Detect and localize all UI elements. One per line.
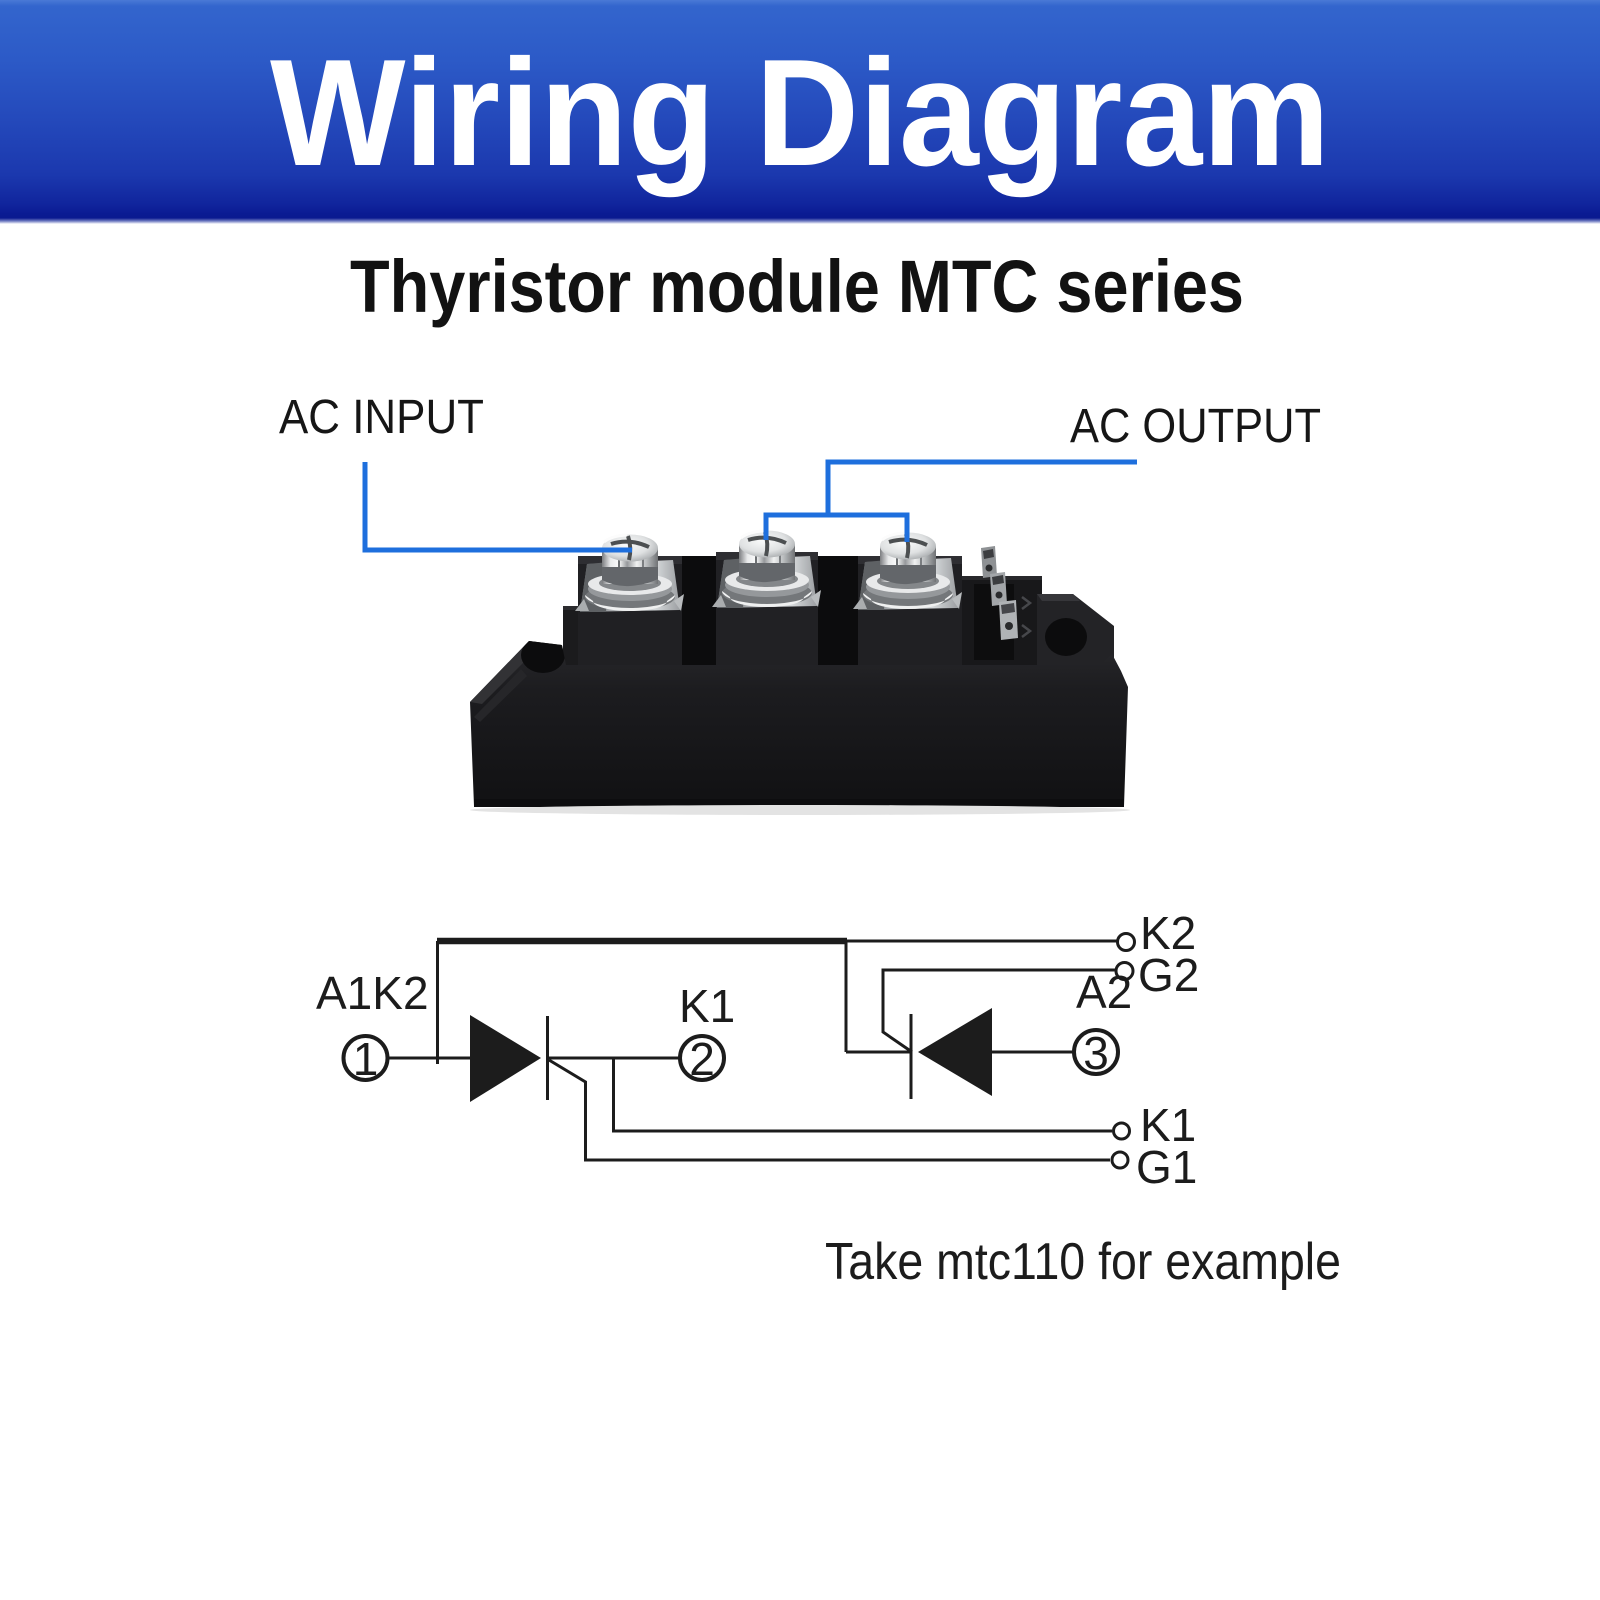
svg-text:K1: K1 xyxy=(679,980,735,1032)
svg-text:Wiring Diagram: Wiring Diagram xyxy=(270,28,1330,198)
svg-text:Take mtc110 for example: Take mtc110 for example xyxy=(825,1233,1341,1291)
svg-text:K2: K2 xyxy=(1140,907,1196,959)
svg-text:AC INPUT: AC INPUT xyxy=(279,391,484,444)
svg-text:AC OUTPUT: AC OUTPUT xyxy=(1070,400,1321,453)
svg-text:A2: A2 xyxy=(1076,966,1132,1018)
svg-text:G2: G2 xyxy=(1138,949,1199,1001)
svg-text:3: 3 xyxy=(1083,1027,1109,1079)
svg-text:K1: K1 xyxy=(1140,1099,1196,1151)
svg-text:G1: G1 xyxy=(1136,1141,1197,1193)
svg-text:1: 1 xyxy=(353,1033,379,1085)
svg-text:2: 2 xyxy=(689,1033,715,1085)
svg-text:Thyristor module MTC series: Thyristor module MTC series xyxy=(350,245,1244,328)
svg-text:A1K2: A1K2 xyxy=(316,967,429,1019)
